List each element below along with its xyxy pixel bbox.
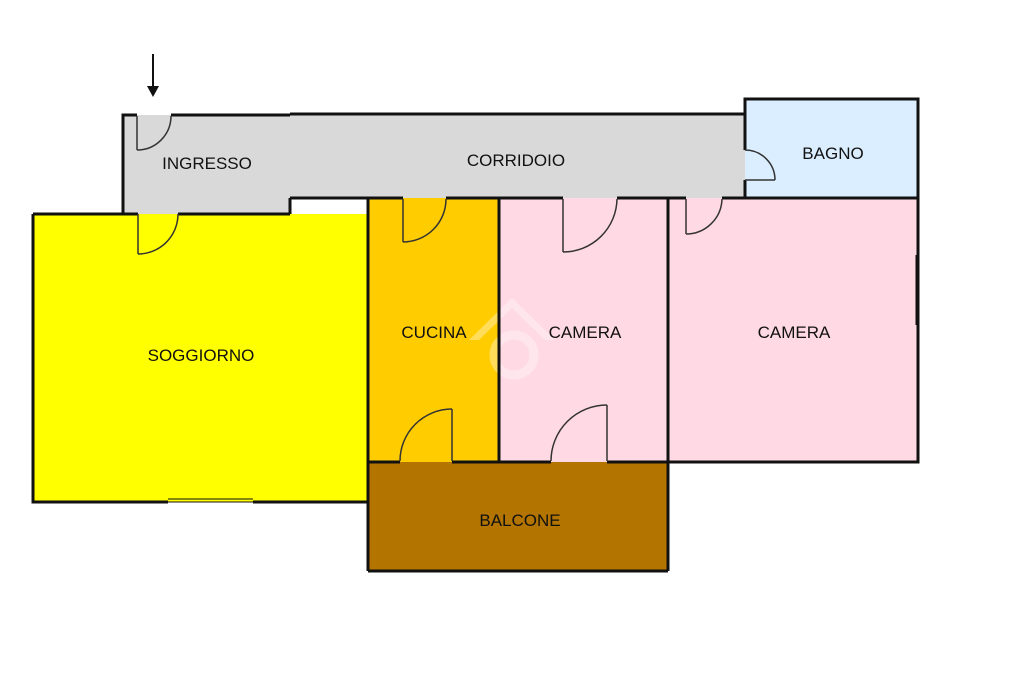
label-balcone: BALCONE xyxy=(479,511,560,530)
label-cucina: CUCINA xyxy=(401,323,467,342)
label-corridoio: CORRIDOIO xyxy=(467,151,565,170)
room-balcone xyxy=(368,462,668,571)
label-soggiorno: SOGGIORNO xyxy=(148,346,255,365)
down-arrow-icon xyxy=(147,54,159,97)
doors xyxy=(136,115,776,462)
label-bagno: BAGNO xyxy=(802,144,863,163)
room-camera-1 xyxy=(499,198,668,462)
room-bagno xyxy=(745,99,918,198)
room-cucina xyxy=(368,198,499,462)
label-camera-1: CAMERA xyxy=(549,323,622,342)
room-ingresso-corridoio xyxy=(123,113,745,214)
room-soggiorno xyxy=(33,214,368,502)
label-ingresso: INGRESSO xyxy=(162,154,252,173)
label-camera-2: CAMERA xyxy=(758,323,831,342)
walls xyxy=(31,97,920,573)
house-logo-icon xyxy=(469,298,555,380)
room-camera-2 xyxy=(668,198,918,462)
